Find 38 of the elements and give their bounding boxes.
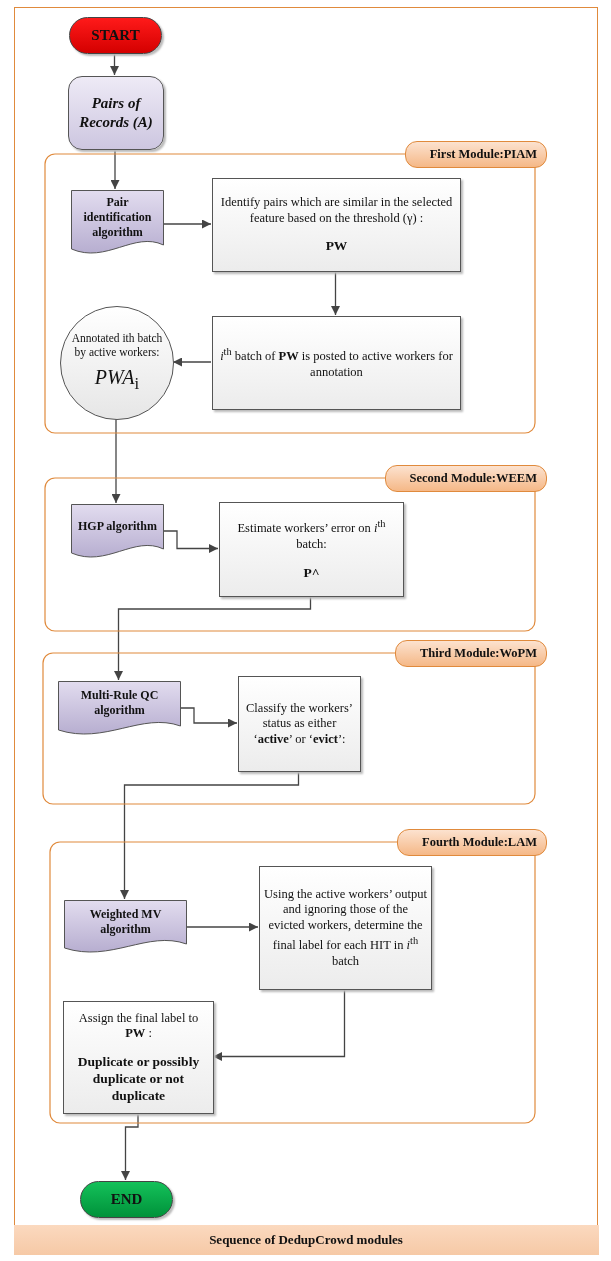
module-panel xyxy=(49,829,547,1124)
module-panel xyxy=(44,465,547,632)
module-tag: First Module:PIAM xyxy=(404,141,547,168)
terminator-pill xyxy=(69,17,162,54)
process-text: i$^{th}$ batch of PW is posted to active workers for annotation xyxy=(219,345,454,381)
module-panel xyxy=(44,141,547,434)
module-tag: Third Module:WoPM xyxy=(394,640,547,667)
caption-text: Sequence of DedupCrowd modules xyxy=(209,1232,403,1248)
result-text: P^ xyxy=(303,564,320,582)
process-text: Identify pairs which are similar in the selected feature based on the threshold (γ) : xyxy=(219,194,454,227)
input-box xyxy=(68,76,164,150)
process-box xyxy=(238,676,361,772)
module-tag: Second Module:WEEM xyxy=(384,465,547,492)
process-box xyxy=(212,316,461,410)
process-box xyxy=(63,1001,214,1114)
result-text: Duplicate or possibly duplicate or not duplicate xyxy=(76,1053,201,1105)
data-circle xyxy=(60,306,174,420)
process-box xyxy=(219,502,404,597)
terminator-pill xyxy=(80,1181,173,1218)
process-text: Using the active workers’ output and ignoring those of the evicted workers, determine the final label for each HIT in i$^{th}$ batch xyxy=(264,886,427,970)
outer-frame xyxy=(14,7,598,1255)
process-text: Assign the final label to PW : xyxy=(77,1010,200,1042)
process-text: Classify the workers’ status as either ‘active’ or ‘evict’: xyxy=(245,700,354,748)
math-label: PWA$_{i}$ xyxy=(94,365,140,396)
module-tag: Fourth Module:LAM xyxy=(397,829,547,856)
process-box xyxy=(259,866,432,990)
circle-text: Annotated ith batch by active workers: xyxy=(70,330,164,360)
process-box xyxy=(212,178,461,272)
input-label: Pairs of Records (A) xyxy=(78,94,154,132)
algorithm-label: HGP algorithm xyxy=(77,518,158,534)
module-panel xyxy=(42,640,547,805)
algorithm-label: Pair identification algorithm xyxy=(82,194,153,240)
algorithm-label: Multi-Rule QC algorithm xyxy=(79,688,160,718)
process-text: Estimate workers’ error on i$^{th}$ batch: xyxy=(236,517,387,553)
algorithm-label: Weighted MV algorithm xyxy=(88,906,163,937)
result-text: PW xyxy=(325,238,348,256)
terminator-label: END xyxy=(110,1190,143,1209)
terminator-label: START xyxy=(91,26,140,45)
